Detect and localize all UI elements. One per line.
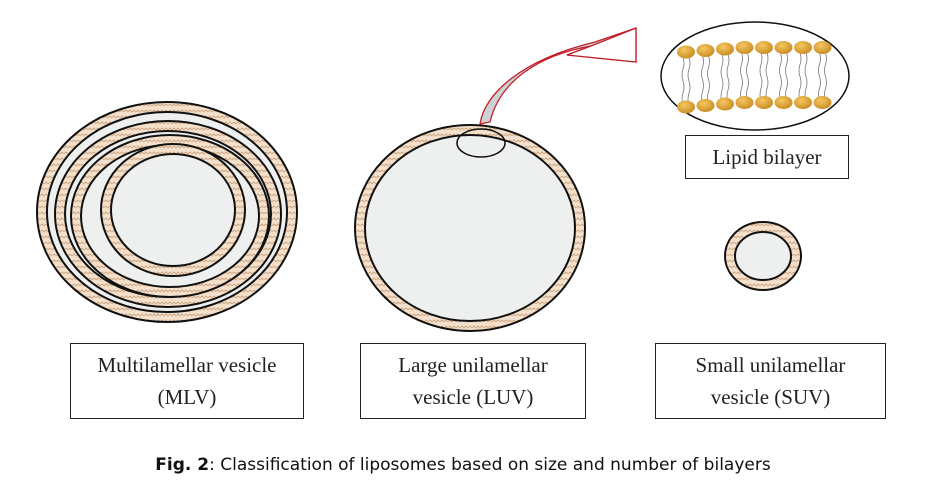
mlv-vesicle: [36, 101, 298, 323]
lipid-bilayer-label-box: Lipid bilayer: [685, 135, 849, 179]
lipid-head: [794, 41, 812, 54]
lipid-tail: [765, 52, 769, 103]
luv-label-line2: vesicle (LUV): [412, 385, 534, 409]
figure-number: Fig. 2: [155, 455, 210, 475]
mlv-label-line2: (MLV): [157, 385, 217, 409]
lipid-head: [735, 41, 754, 54]
lipid-head: [735, 96, 754, 109]
lipid-tail: [779, 52, 782, 103]
suv-vesicle: [724, 221, 802, 291]
lipid-head: [696, 99, 715, 112]
lipid-tail: [740, 52, 743, 103]
lipid-head: [696, 44, 715, 57]
lipid-tail: [759, 52, 763, 103]
lipid-tail: [818, 52, 821, 103]
lipid-tail: [687, 56, 691, 108]
lipid-head: [813, 41, 832, 54]
luv-label-line1: Large unilamellar: [398, 353, 548, 377]
lipid-head: [755, 96, 773, 109]
mlv-label-box: Multilamellar vesicle (MLV): [70, 343, 304, 419]
suv-label-line1: Small unilamellar: [695, 353, 846, 377]
lipid-bilayer-label: Lipid bilayer: [712, 145, 822, 169]
mlv-label-line1: Multilamellar vesicle: [97, 353, 277, 377]
figure-caption: Fig. 2: Classification of liposomes base…: [0, 455, 926, 475]
luv-label-box: Large unilamellar vesicle (LUV): [360, 343, 586, 419]
lipid-tail: [681, 56, 685, 108]
caption-text: : Classification of liposomes based on s…: [209, 455, 771, 475]
lipid-head: [677, 100, 695, 114]
suv-label-line2: vesicle (SUV): [710, 385, 831, 409]
lipid-tail: [726, 53, 730, 105]
lipid-tail: [746, 52, 749, 103]
luv-vesicle: [354, 124, 586, 332]
lipid-head: [677, 45, 695, 59]
lipid-tail: [707, 55, 710, 106]
lipid-tail: [785, 52, 788, 103]
lipid-head: [755, 41, 773, 54]
lipid-head: [813, 96, 832, 109]
lipid-head: [794, 96, 812, 109]
lipid-tail: [824, 52, 827, 103]
lipid-tail: [701, 55, 704, 106]
lipid-tail: [720, 53, 724, 105]
lipid-tail: [804, 52, 808, 103]
lipid-tail: [798, 52, 802, 103]
magnify-ring: [456, 128, 506, 158]
lipid-head: [716, 97, 734, 111]
suv-label-box: Small unilamellar vesicle (SUV): [655, 343, 886, 419]
lipid-head: [774, 41, 793, 54]
lipid-head: [774, 96, 793, 109]
lipid-bilayer-zoom: [660, 21, 850, 131]
lipid-head: [716, 42, 734, 56]
